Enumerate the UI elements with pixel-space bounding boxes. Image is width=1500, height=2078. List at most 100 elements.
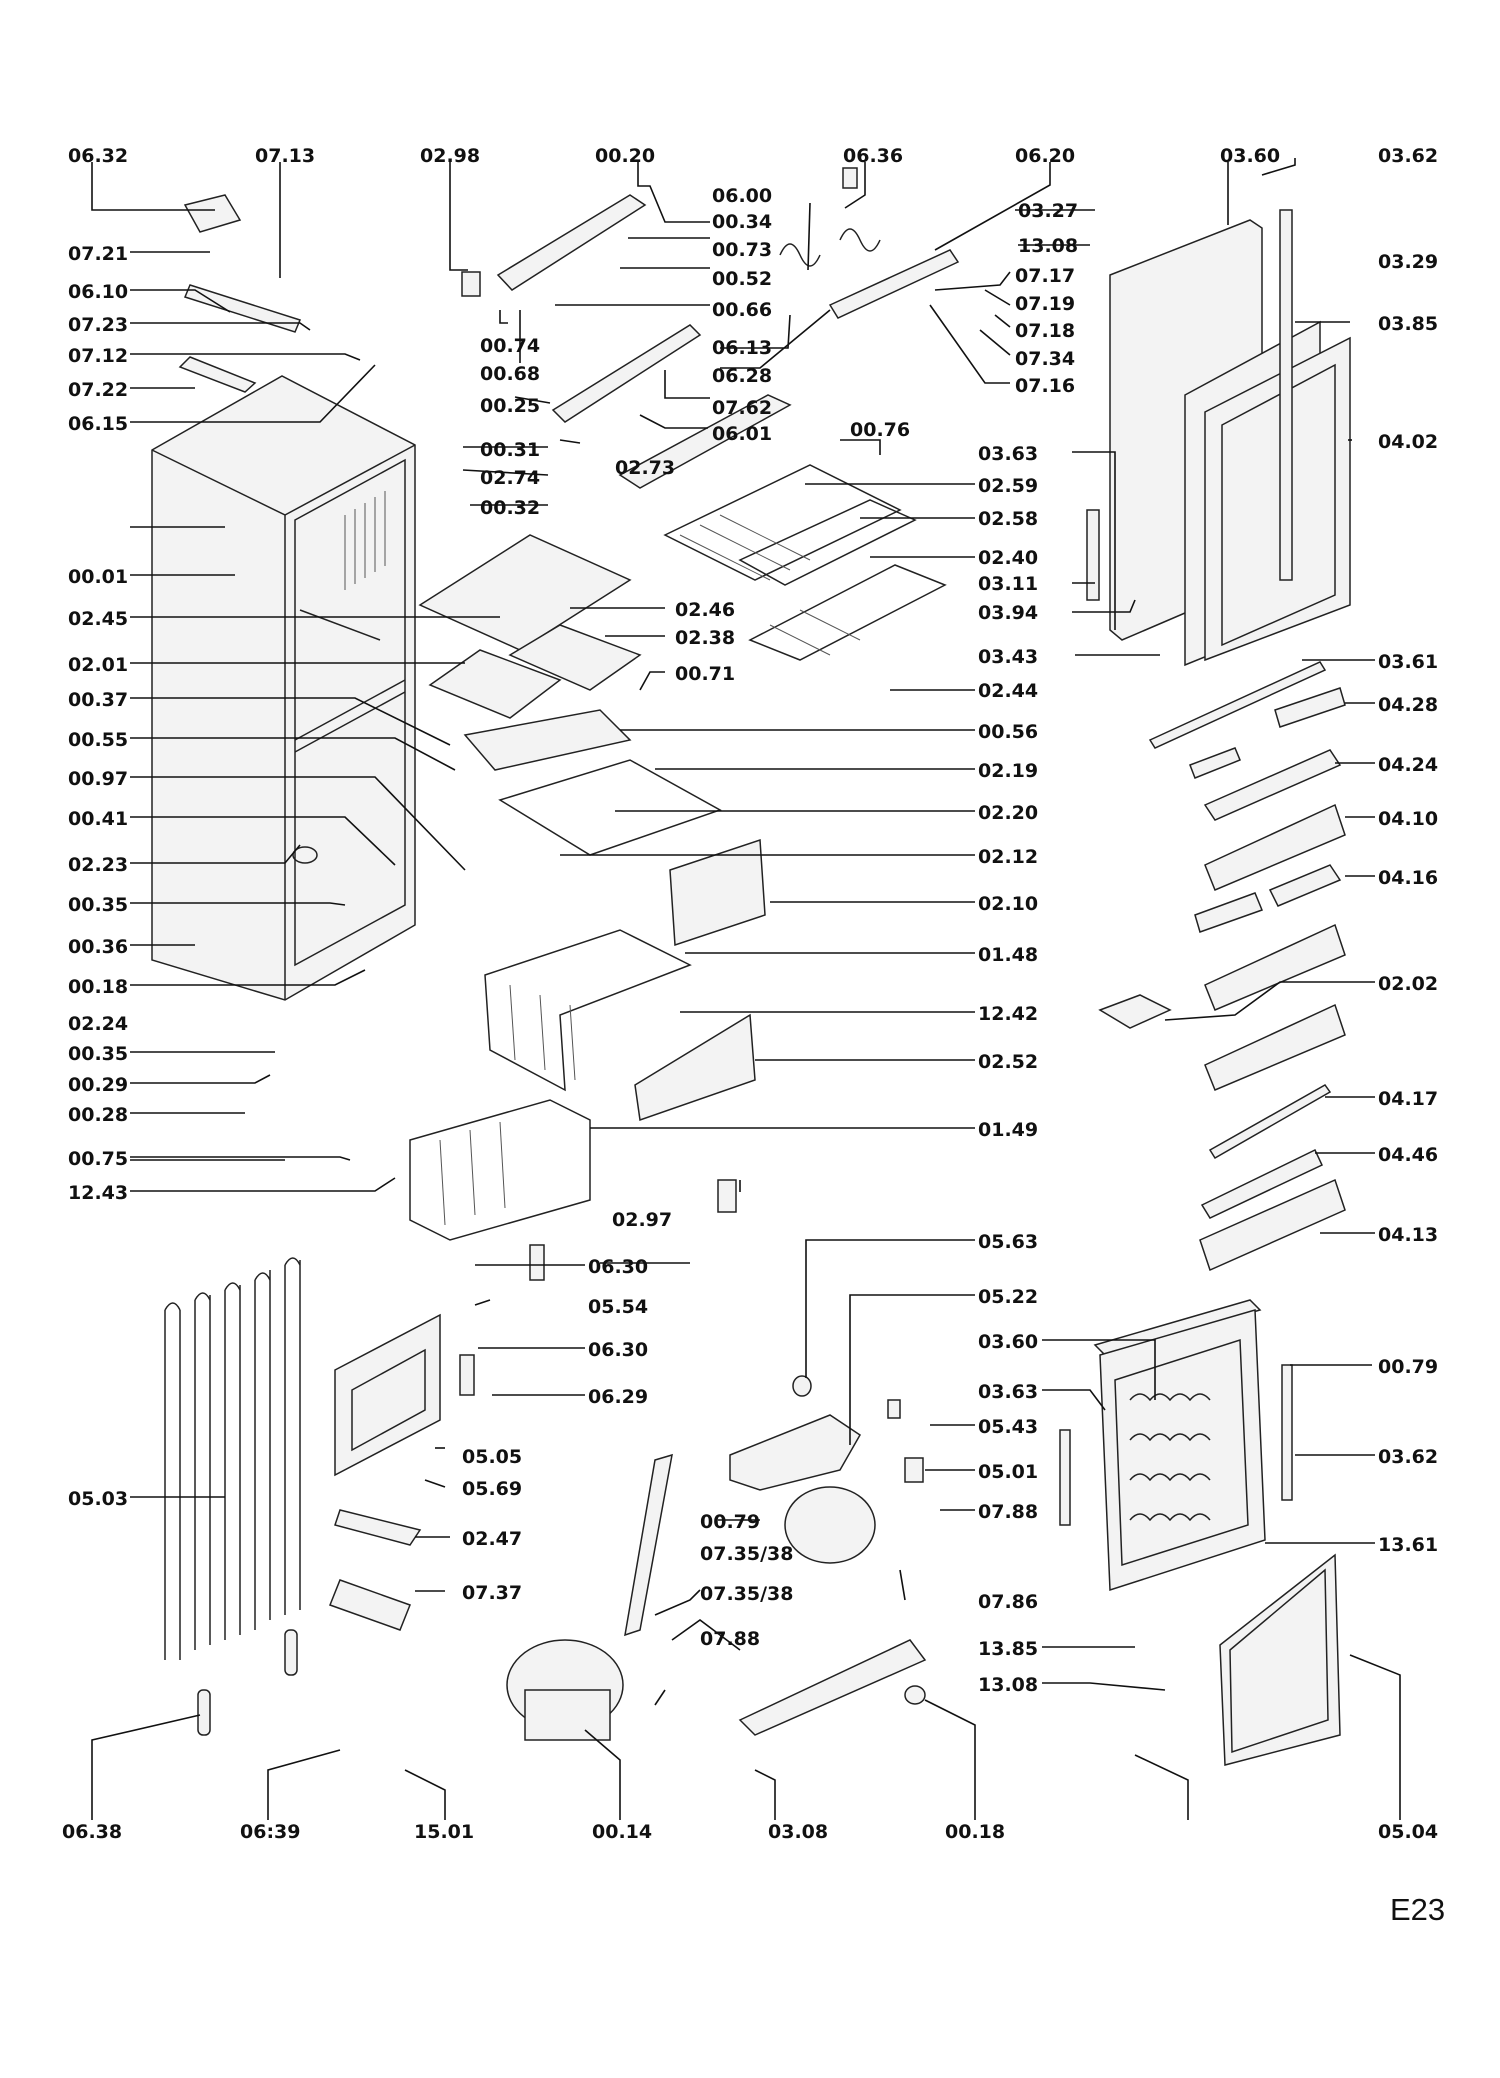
callout-06-10: 06.10 [68,281,128,303]
callout-00-36: 00.36 [68,936,128,958]
callout-07-19: 07.19 [1015,293,1075,315]
callout-02-74: 02.74 [480,467,540,489]
callout-06-30-upper: 06.30 [588,1256,648,1278]
callout-00-97: 00.97 [68,768,128,790]
callout-00-35-upper: 00.35 [68,894,128,916]
page-label: E23 [1390,1892,1445,1927]
callout-00-79: 00.79 [1378,1356,1438,1378]
callout-04-10: 04.10 [1378,808,1438,830]
callout-03-85: 03.85 [1378,313,1438,335]
callout-00-20: 00.20 [595,145,655,167]
callout-02-73: 02.73 [615,457,675,479]
callout-07-12: 07.12 [68,345,128,367]
callout-12-42: 12.42 [978,1003,1038,1025]
callout-00-73: 00.73 [712,239,772,261]
callout-06-00: 06.00 [712,185,772,207]
callout-07-35: 07.35/38 [700,1583,793,1605]
callout-05-01: 07.35/38 [700,1543,793,1565]
callout-00-68: 00.68 [480,363,540,385]
upper-doors-drawing [1086,209,1351,667]
callout-13-08-lower: 13.08 [978,1674,1038,1696]
callout-03-62-top: 03.62 [1378,145,1438,167]
callout-07-17: 07.17 [1015,265,1075,287]
callout-05-05: 05.05 [462,1446,522,1468]
callout-02-38: 02.38 [675,627,735,649]
callout-03-61: 03.61 [1378,651,1438,673]
callout-02-45: 02.45 [68,608,128,630]
callout-03-60-top: 03.60 [1220,145,1280,167]
callout-02-20: 02.20 [978,802,1038,824]
callout-04-13: 04.13 [1378,1224,1438,1246]
callout-07-62: 07.62 [712,397,772,419]
callout-04-02: 04.02 [1378,431,1438,453]
callout-06-01: 06.01 [712,423,772,445]
callout-06-39: 15.01 [414,1821,474,1843]
callout-02-44: 02.44 [978,680,1038,702]
callout-02-52: 02.52 [978,1051,1038,1073]
callout-07-88: 05.43 [978,1416,1038,1438]
callout-05-03: 05.03 [68,1488,128,1510]
fan-cover-drawing [329,1179,737,1631]
callout-06-15: 06.15 [68,413,128,435]
callout-00-55: 00.55 [68,729,128,751]
freezer-door-drawing [1059,1299,1341,1766]
callout-04-24: 04.24 [1378,754,1438,776]
callout-07-34: 07.34 [1015,348,1075,370]
callout-05-63: 05.63 [978,1231,1038,1253]
callout-00-25: 00.25 [480,395,540,417]
callout-03-62-lower: 03.62 [1378,1446,1438,1468]
callout-06-32: 06.32 [68,145,128,167]
callout-00-76: 00.76 [850,419,910,441]
callout-00-18-bottom: 00.18 [945,1821,1005,1843]
callout-15-01: 00.14 [592,1821,652,1843]
callout-07-18: 07.18 [1015,320,1075,342]
callout-06-36: 06.36 [843,145,903,167]
callout-02-23: 02.23 [68,854,128,876]
cabinet-drawing [151,375,416,1001]
callout-03-60-lower: 03.60 [978,1331,1038,1353]
callout-00-52: 00.52 [712,268,772,290]
callout-02-03: 07.37 [462,1582,522,1604]
callout-00-75: 00.75 [68,1148,128,1170]
shelves-drawing [409,394,947,1241]
callout-00-29: 00.29 [68,1074,128,1096]
callout-02-19: 02.19 [978,760,1038,782]
callout-04-46: 04.46 [1378,1144,1438,1166]
callout-00-56: 00.56 [978,721,1038,743]
callout-02-46: 02.46 [675,599,735,621]
callout-05-69: 05.69 [462,1478,522,1500]
callout-06-28: 06.28 [712,365,772,387]
callout-00-01: 00.01 [68,566,128,588]
callout-07-16: 07.16 [1015,375,1075,397]
callout-13-61: 13.85 [978,1638,1038,1660]
callout-07-37-lower: 07.88 [700,1628,760,1650]
callout-03-63-lower: 03.63 [978,1381,1038,1403]
callout-05-04: 06.38 [62,1821,122,1843]
callout-07-35-38: 07.86 [978,1591,1038,1613]
callout-00-31-top: 00.31 [480,439,540,461]
callout-03-11: 03.11 [978,573,1038,595]
callout-00-35-lower: 00.35 [68,1043,128,1065]
callout-06-13: 06.13 [712,337,772,359]
callout-00-28: 00.28 [68,1104,128,1126]
callout-02-10: 02.10 [978,893,1038,915]
callout-labels: 06.32 07.13 02.98 00.20 06.00 00.34 00.7… [62,145,1445,1927]
callout-00-37: 00.37 [68,689,128,711]
callout-05-54: 05.54 [588,1296,648,1318]
callout-05-43: 00.79 [700,1511,760,1533]
callout-01-49: 01.49 [978,1119,1038,1141]
callout-03-43: 03.43 [978,646,1038,668]
callout-03-29: 03.29 [1378,251,1438,273]
callout-00-41: 00.41 [68,808,128,830]
callout-00-34: 00.34 [712,211,772,233]
callout-07-21: 07.21 [68,243,128,265]
leader-lines [91,158,1401,1820]
callout-02-47: 02.47 [462,1528,522,1550]
callout-00-14: 03.08 [768,1821,828,1843]
callout-07-37-upper: 07.88 [978,1501,1038,1523]
callout-06-38: 06:39 [240,1821,300,1843]
door-shelves-drawing [1098,661,1346,1272]
callout-13-08-top: 13.08 [1018,235,1078,257]
callout-02-12: 02.12 [978,846,1038,868]
